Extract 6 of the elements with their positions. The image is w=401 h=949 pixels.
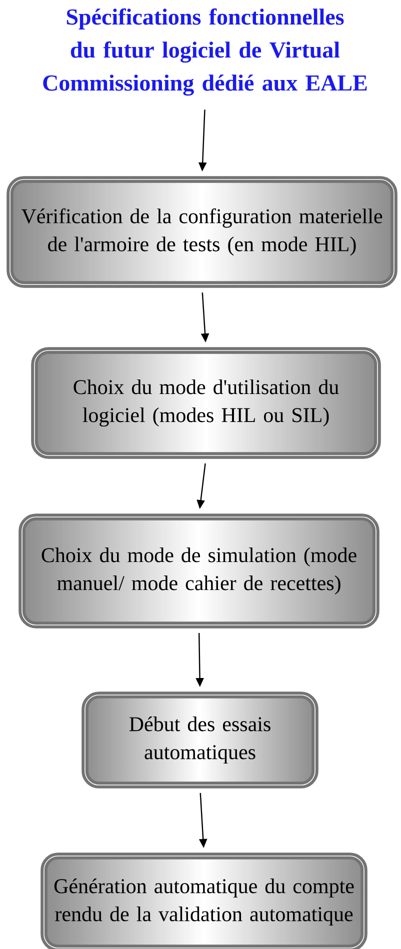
heading-text: Spécifications fonctionnelles du futur logiciel de Virtual Commissioning dédié aux EALE	[43, 8, 367, 96]
process-box: Génération automatique du compte rendu de la validation automatique	[40, 852, 368, 949]
process-box: Vérification de la configuration materielle de l'armoire de tests (en mode HIL)	[6, 176, 398, 288]
process-box: Choix du mode de simulation (mode manuel/ mode cahier de recettes)	[18, 514, 380, 628]
process-box: Début des essais automatiques	[82, 692, 318, 788]
process-box: Choix du mode d'utilisation du logiciel (modes HIL ou SIL)	[31, 347, 381, 459]
